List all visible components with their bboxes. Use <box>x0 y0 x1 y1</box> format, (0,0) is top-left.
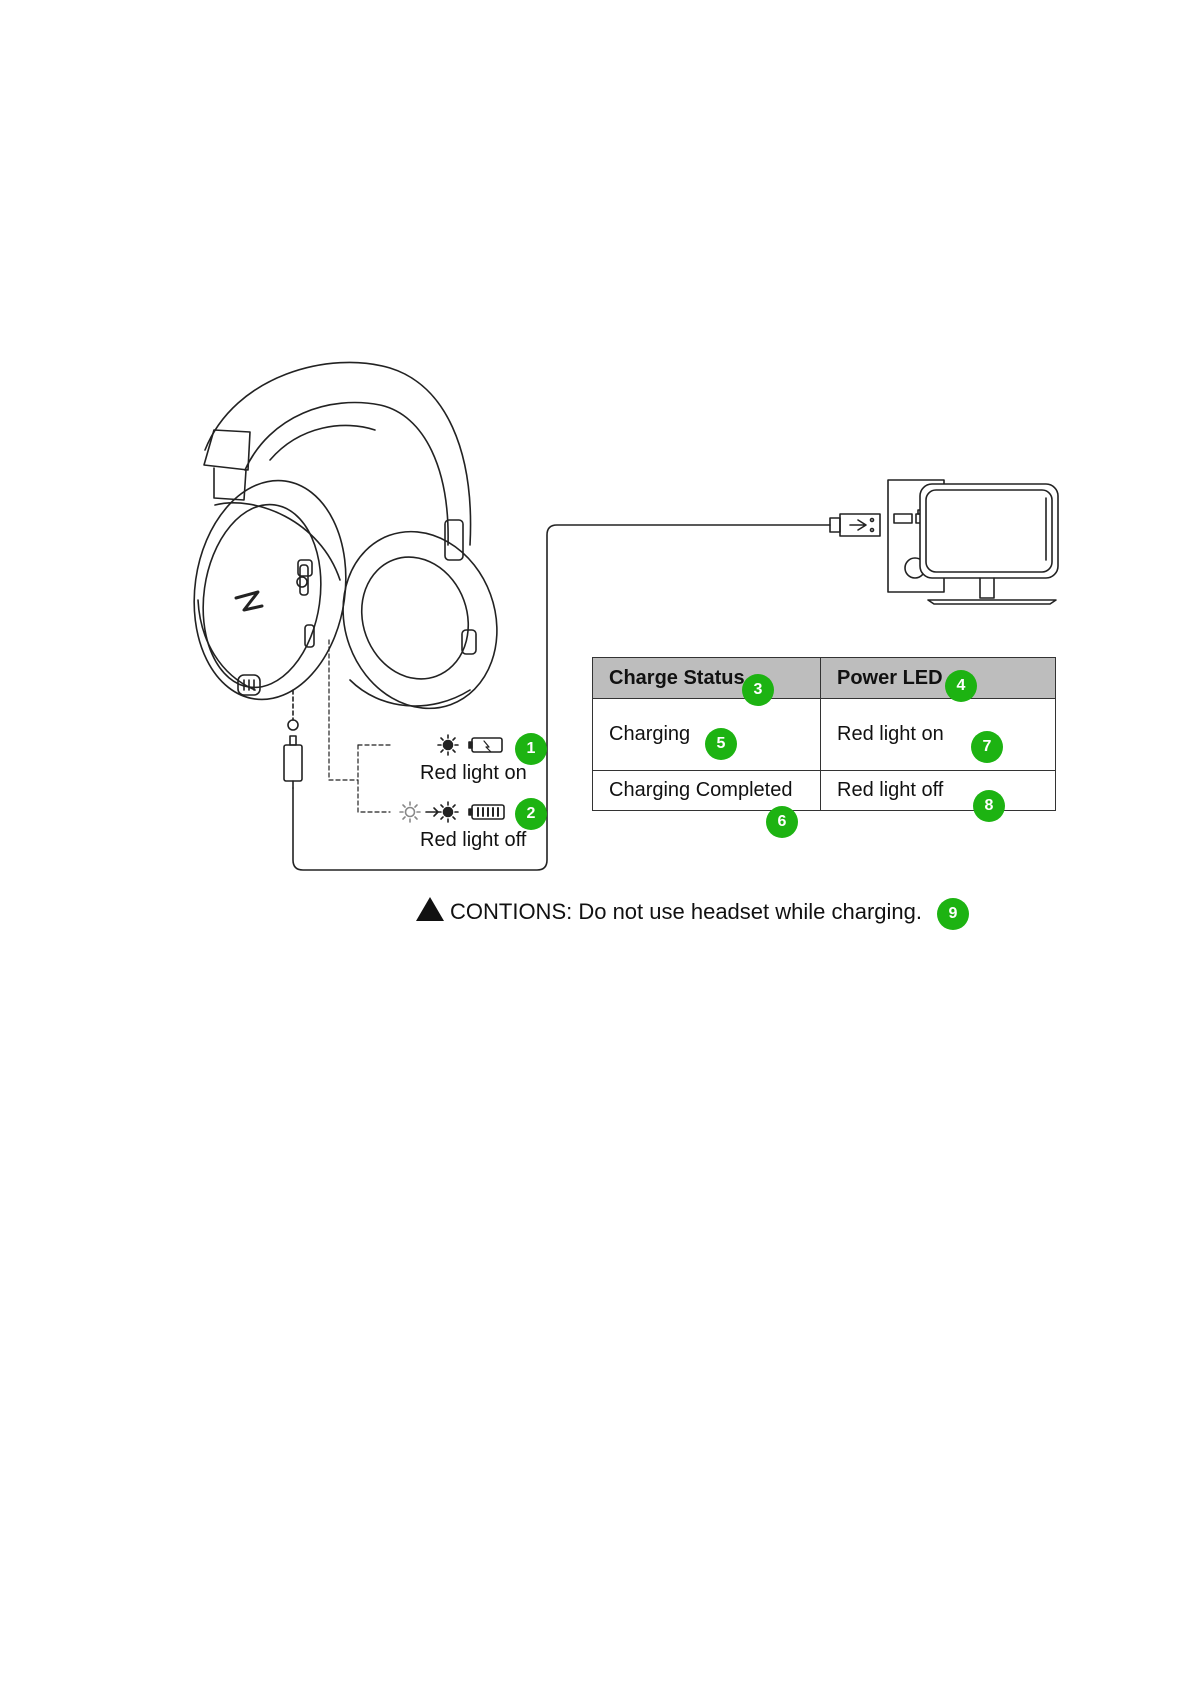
caution-text: CONTIONS: Do not use headset while charg… <box>450 899 923 924</box>
cell-led-completed-text: Red light off <box>837 779 944 801</box>
callout-badge-6: 6 <box>766 806 798 838</box>
battery-full-icon <box>468 804 505 820</box>
header-charge-status: Charge Status <box>592 657 821 699</box>
table-header-row: Charge Status Power LED <box>592 657 1056 699</box>
completed-indicator-label: Red light off <box>420 829 527 851</box>
cell-led-charging-text: Red light on <box>837 723 944 745</box>
callout-badge-1: 1 <box>515 733 547 765</box>
led-fade-icon <box>399 801 459 823</box>
callout-badge-8: 8 <box>973 790 1005 822</box>
led-on-icon <box>437 734 459 756</box>
cell-led-charging: Red light on <box>820 698 1056 771</box>
indicator-leaders <box>328 639 391 813</box>
header-power-led: Power LED <box>820 657 1056 699</box>
callout-badge-9: 9 <box>937 898 969 930</box>
warning-triangle-icon <box>416 897 444 921</box>
callout-badge-3: 3 <box>742 674 774 706</box>
header-power-led-text: Power LED <box>837 666 943 689</box>
cell-status-charging-text: Charging <box>609 723 691 745</box>
computer-illustration <box>887 479 1059 605</box>
callout-badge-4: 4 <box>945 670 977 702</box>
cell-status-completed-text: Charging Completed <box>609 779 793 801</box>
callout-badge-5: 5 <box>705 728 737 760</box>
caution-note: CONTIONS: Do not use headset while charg… <box>416 897 922 925</box>
headset-illustration <box>193 361 498 710</box>
table-row: Charging Completed Red light off <box>592 770 1056 811</box>
header-charge-status-text: Charge Status <box>609 666 745 689</box>
callout-badge-2: 2 <box>515 798 547 830</box>
charging-indicator-label: Red light on <box>420 762 527 784</box>
cell-status-completed: Charging Completed <box>592 770 821 811</box>
battery-low-icon <box>468 737 503 753</box>
callout-badge-7: 7 <box>971 731 1003 763</box>
cell-led-completed: Red light off <box>820 770 1056 811</box>
usb-cable <box>283 513 881 871</box>
